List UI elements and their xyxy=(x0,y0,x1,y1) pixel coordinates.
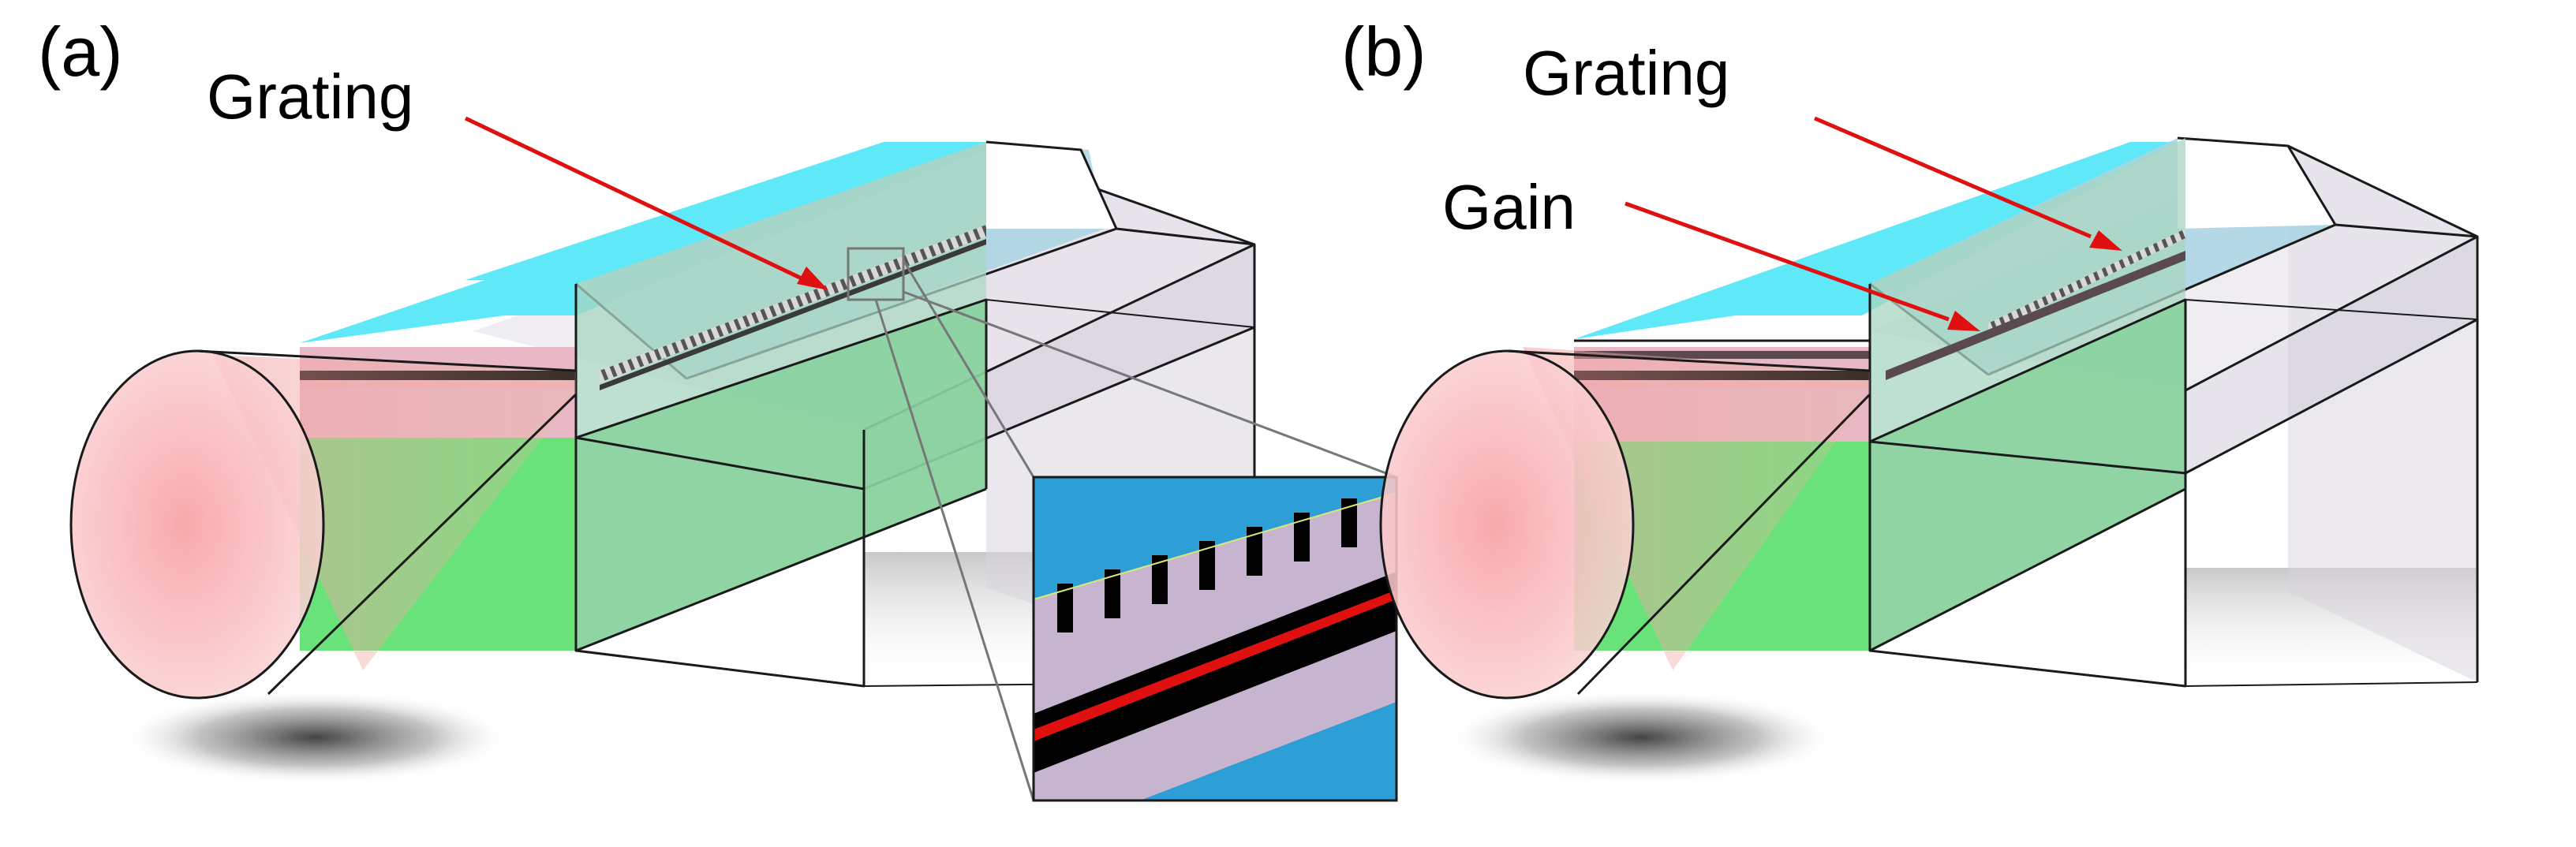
panel-b-letter: (b) xyxy=(1341,13,1426,91)
gain-stripe xyxy=(1886,251,2185,380)
grating-label-b: Grating xyxy=(1523,38,1729,108)
floor-shadow xyxy=(1444,690,1838,785)
panel-a: (a) xyxy=(38,13,1398,802)
callout-gain-b: Gain xyxy=(1442,172,1980,331)
mode-cone-icon xyxy=(69,349,578,700)
panel-b: (b) xyxy=(1341,13,2479,785)
grating-label-a: Grating xyxy=(207,62,413,132)
zoom-inset xyxy=(1032,476,1398,802)
mode-cone-icon xyxy=(1379,347,1871,700)
red-arrow-icon xyxy=(1814,116,2092,239)
gain-label-b: Gain xyxy=(1442,172,1576,242)
red-arrow-icon xyxy=(1624,201,1950,322)
red-arrow-icon xyxy=(464,116,806,282)
grating-stripe xyxy=(600,225,986,382)
floor-shadow xyxy=(118,690,513,785)
panel-a-letter: (a) xyxy=(38,13,123,91)
zoom-indicator xyxy=(847,247,1397,801)
grating-teeth xyxy=(1057,498,1357,632)
core-stripe xyxy=(600,239,986,390)
callout-grating-a: Grating xyxy=(207,62,828,290)
callout-grating-b: Grating xyxy=(1523,38,2122,251)
grating-stripe xyxy=(1988,229,2185,333)
